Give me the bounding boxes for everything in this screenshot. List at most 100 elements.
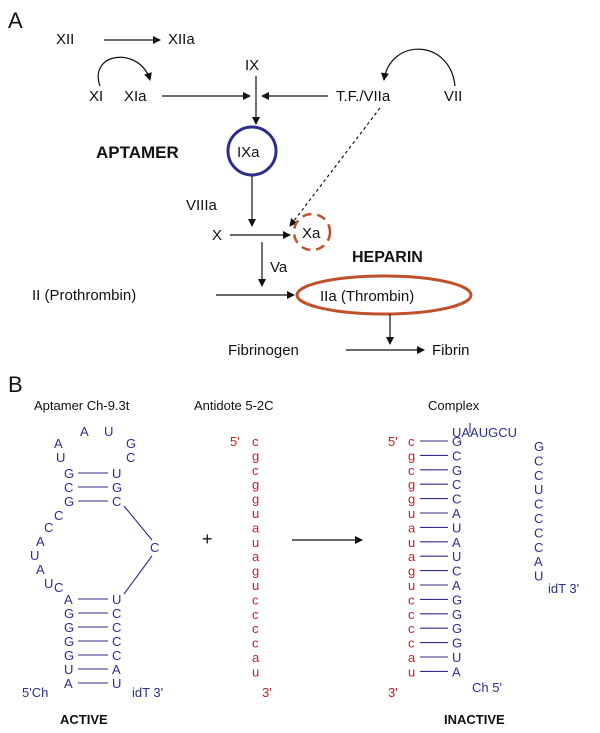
label-fibrinogen: Fibrinogen xyxy=(228,342,299,359)
antidote-nucleotide: c xyxy=(252,434,259,449)
complex-right-nucleotide: A xyxy=(534,554,543,569)
complex-red-nucleotide: a xyxy=(408,549,416,564)
complex-right-nucleotide: C xyxy=(534,468,543,483)
complex-three-prime: 3' xyxy=(388,685,398,700)
label-xa: Xa xyxy=(302,225,321,242)
complex-blue-nucleotide: C xyxy=(452,477,461,492)
apt-five-prime: 5'Ch xyxy=(22,685,48,700)
apt-stem1-l2: G xyxy=(64,494,74,509)
label-ixa: IXa xyxy=(237,144,260,161)
complex-red-nucleotide: g xyxy=(408,564,415,579)
apt-bulge-0: C xyxy=(54,508,63,523)
antidote-nucleotide: u xyxy=(252,664,259,679)
apt-loop-a: A xyxy=(80,424,89,439)
complex-red-nucleotide: u xyxy=(408,535,415,550)
complex-right-nucleotide: U xyxy=(534,569,543,584)
apt-bulge-6: C xyxy=(54,580,63,595)
complex-right-nucleotide: C xyxy=(534,525,543,540)
antidote-nucleotide: c xyxy=(252,621,259,636)
panel-b: B Aptamer Ch-9.3t Antidote 5-2C Complex … xyxy=(8,372,579,727)
complex-top-loop: UAAUGCU xyxy=(452,425,517,440)
antidote-nucleotide: g xyxy=(252,448,259,463)
apt-stem2-l2: G xyxy=(64,620,74,635)
label-active: ACTIVE xyxy=(60,712,108,727)
plus-sign: + xyxy=(202,529,213,549)
header-aptamer: Aptamer Ch-9.3t xyxy=(34,398,130,413)
complex-right-nucleotide: C xyxy=(534,540,543,555)
complex-loop-connector xyxy=(459,422,471,442)
apt-stem1-r1: G xyxy=(112,480,122,495)
antidote-nucleotide: u xyxy=(252,506,259,521)
label-prothrombin: II (Prothrombin) xyxy=(32,287,136,304)
label-vii: VII xyxy=(444,88,462,105)
complex-red-nucleotide: c xyxy=(408,434,415,449)
complex-red-nucleotide: u xyxy=(408,578,415,593)
label-ix: IX xyxy=(245,57,259,74)
complex-red-nucleotide: c xyxy=(408,636,415,651)
complex-blue-nucleotide: U xyxy=(452,650,461,665)
arrow-vii-to-tf-viia xyxy=(381,48,456,87)
antidote-nucleotide: a xyxy=(252,650,260,665)
apt-stem1-r0: U xyxy=(112,466,121,481)
label-tf-viia: T.F./VIIa xyxy=(336,88,391,105)
apt-stem1-l1: C xyxy=(64,480,73,495)
label-xii: XII xyxy=(56,31,74,48)
antidote-nucleotide: u xyxy=(252,578,259,593)
apt-bulge-right: C xyxy=(150,540,159,555)
apt-stem2-l5: U xyxy=(64,662,73,677)
antidote-nucleotide: u xyxy=(252,535,259,550)
arrow-xi-to-xia xyxy=(97,56,152,87)
label-xi: XI xyxy=(89,88,103,105)
apt-stem2-r3: C xyxy=(112,634,121,649)
antidote-three-prime: 3' xyxy=(262,685,272,700)
apt-stem2-r5: A xyxy=(112,662,121,677)
apt-bulge-line-top xyxy=(123,505,153,541)
apt-loop-left2: U xyxy=(56,450,65,465)
panel-a-letter: A xyxy=(8,8,23,33)
apt-loop-right2: C xyxy=(126,450,135,465)
complex-red-nucleotide: g xyxy=(408,477,415,492)
complex-red-nucleotide: c xyxy=(408,592,415,607)
apt-stem2-l6: A xyxy=(64,676,73,691)
complex-blue-nucleotide: U xyxy=(452,549,461,564)
apt-bulge-5: U xyxy=(44,576,53,591)
complex-ch5: Ch 5' xyxy=(472,680,502,695)
apt-stem2-r2: C xyxy=(112,620,121,635)
antidote-five-prime: 5' xyxy=(230,434,240,449)
apt-stem1-l0: G xyxy=(64,466,74,481)
complex-blue-nucleotide: G xyxy=(452,621,462,636)
apt-loop-left: A xyxy=(54,436,63,451)
antidote-nucleotide: g xyxy=(252,492,259,507)
label-inactive: INACTIVE xyxy=(444,712,505,727)
antidote-nucleotide: c xyxy=(252,636,259,651)
complex-right-nucleotide: U xyxy=(534,482,543,497)
apt-bulge-line-bottom xyxy=(123,555,153,595)
label-aptamer: APTAMER xyxy=(96,143,179,162)
complex-red-nucleotide: g xyxy=(408,492,415,507)
label-x: X xyxy=(212,227,222,244)
apt-stem2-r6: U xyxy=(112,676,121,691)
panel-a: A XII XIIa XI XIa IX T.F./VIIa VII APTAM… xyxy=(8,8,473,359)
complex-red-nucleotide: u xyxy=(408,664,415,679)
complex-blue-nucleotide: G xyxy=(452,636,462,651)
label-xia: XIa xyxy=(124,88,147,105)
label-xiia: XIIa xyxy=(168,31,195,48)
thrombin-ellipse xyxy=(295,274,473,316)
complex-right-nucleotide: G xyxy=(534,439,544,454)
apt-bulge-2: A xyxy=(36,534,45,549)
complex-blue-nucleotide: G xyxy=(452,434,462,449)
apt-stem2-l3: G xyxy=(64,634,74,649)
antidote-nucleotide: g xyxy=(252,564,259,579)
antidote-nucleotide: g xyxy=(252,477,259,492)
label-heparin: HEPARIN xyxy=(352,249,423,266)
complex-right-nucleotide: C xyxy=(534,453,543,468)
dotted-arrow-tf-to-xa xyxy=(289,107,381,227)
label-fibrin: Fibrin xyxy=(432,342,470,359)
complex-right-nucleotide: C xyxy=(534,497,543,512)
panel-b-letter: B xyxy=(8,372,23,397)
complex-idt: idT 3' xyxy=(548,581,579,596)
complex-five-prime: 5' xyxy=(388,434,398,449)
apt-stem2-l4: G xyxy=(64,648,74,663)
